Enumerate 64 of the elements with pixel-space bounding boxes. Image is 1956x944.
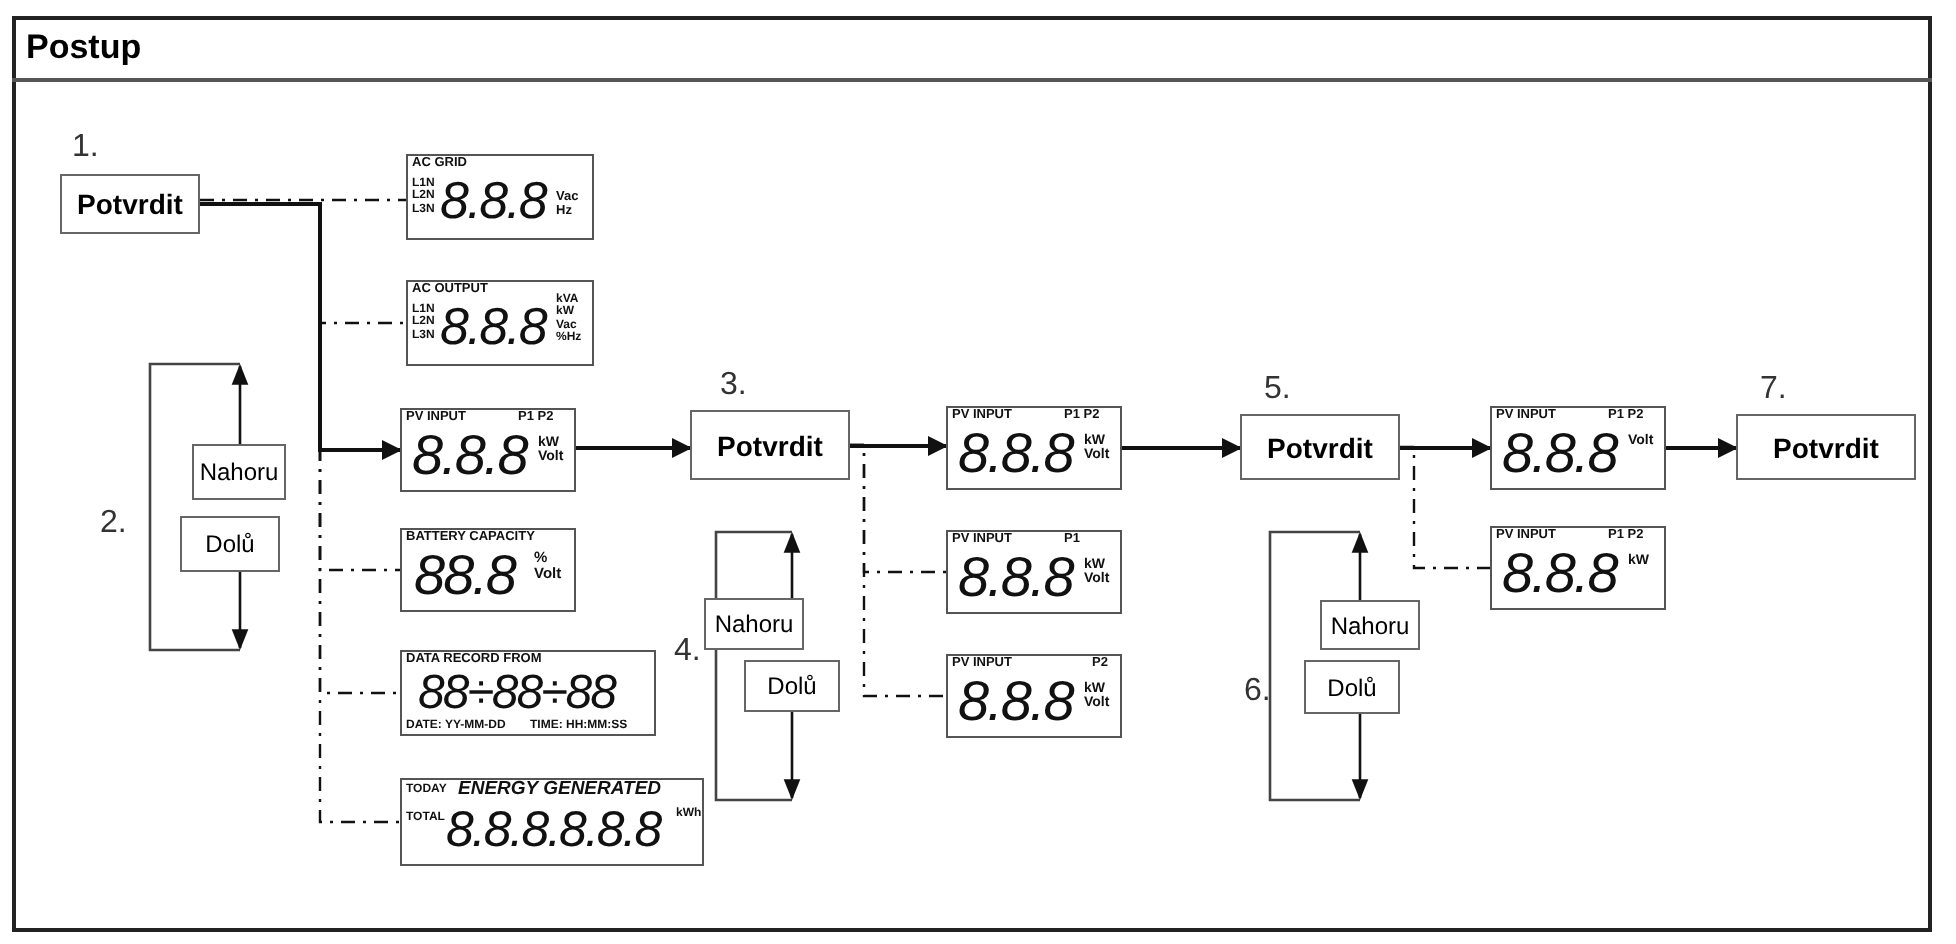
lcd-digits: 8.8.8 — [958, 426, 1073, 482]
key-label: Potvrdit — [717, 429, 823, 461]
step-number: 1. — [72, 132, 99, 164]
key-box — [180, 516, 280, 572]
arrow — [1351, 531, 1369, 600]
confirm-key-box — [60, 174, 200, 234]
lcd-display — [400, 778, 704, 866]
step-number: 4. — [674, 636, 701, 668]
lcd-digits: 8.8.8.8.8.8 — [446, 806, 661, 856]
confirm-key-box — [1736, 414, 1916, 480]
panel-title: Postup — [26, 30, 142, 64]
lcd-digits: 88÷88÷88 — [418, 670, 615, 718]
key-box — [1320, 600, 1420, 650]
lcd-display — [406, 280, 594, 366]
lcd-digits: 8.8.8 — [958, 674, 1073, 730]
step-number: 7. — [1760, 374, 1787, 406]
key-label: Nahoru — [199, 458, 279, 486]
key-label: Dolů — [1327, 673, 1377, 701]
lcd-display — [1490, 406, 1666, 490]
key-label: Dolů — [205, 530, 255, 558]
key-box — [704, 598, 804, 650]
arrow — [783, 531, 801, 598]
arrow — [1351, 714, 1369, 801]
lcd-display — [400, 408, 576, 492]
lcd-digits: 8.8.8 — [958, 550, 1073, 606]
lcd-display — [406, 154, 594, 240]
confirm-key-box — [690, 410, 850, 480]
arrow — [231, 363, 249, 444]
step-number: 6. — [1244, 676, 1271, 708]
lcd-display — [1490, 526, 1666, 610]
arrow — [200, 202, 402, 460]
lcd-display — [400, 650, 656, 736]
key-label: Potvrdit — [1267, 431, 1373, 463]
lcd-display — [946, 654, 1122, 738]
arrow — [576, 438, 692, 458]
lcd-digits: 8.8.8 — [412, 428, 527, 484]
key-label: Potvrdit — [77, 188, 183, 220]
lcd-display — [946, 530, 1122, 614]
arrow — [783, 712, 801, 801]
key-label: Nahoru — [1330, 611, 1410, 639]
key-box — [744, 660, 840, 712]
confirm-key-box — [1240, 414, 1400, 480]
step-number: 2. — [100, 508, 127, 540]
key-label: Dolů — [767, 672, 817, 700]
step-number: 5. — [1264, 374, 1291, 406]
dash-dot-connector — [200, 198, 406, 202]
arrow — [1666, 438, 1738, 458]
key-label: Nahoru — [714, 610, 794, 638]
lcd-digits: 8.8.8 — [1502, 426, 1617, 482]
arrow — [231, 572, 249, 651]
arrow — [850, 436, 948, 456]
lcd-display — [400, 528, 576, 612]
lcd-display — [946, 406, 1122, 490]
lcd-digits: 8.8.8 — [440, 300, 546, 352]
arrow — [1400, 438, 1492, 458]
lcd-digits: 8.8.8 — [440, 174, 546, 226]
step-number: 3. — [720, 370, 747, 402]
lcd-digits: 88.8 — [414, 548, 515, 604]
arrow — [1122, 438, 1242, 458]
key-box — [192, 444, 286, 500]
key-label: Potvrdit — [1773, 431, 1879, 463]
lcd-digits: 8.8.8 — [1502, 546, 1617, 602]
lcd-heading: ENERGY GENERATED — [458, 780, 662, 799]
key-box — [1304, 660, 1400, 714]
